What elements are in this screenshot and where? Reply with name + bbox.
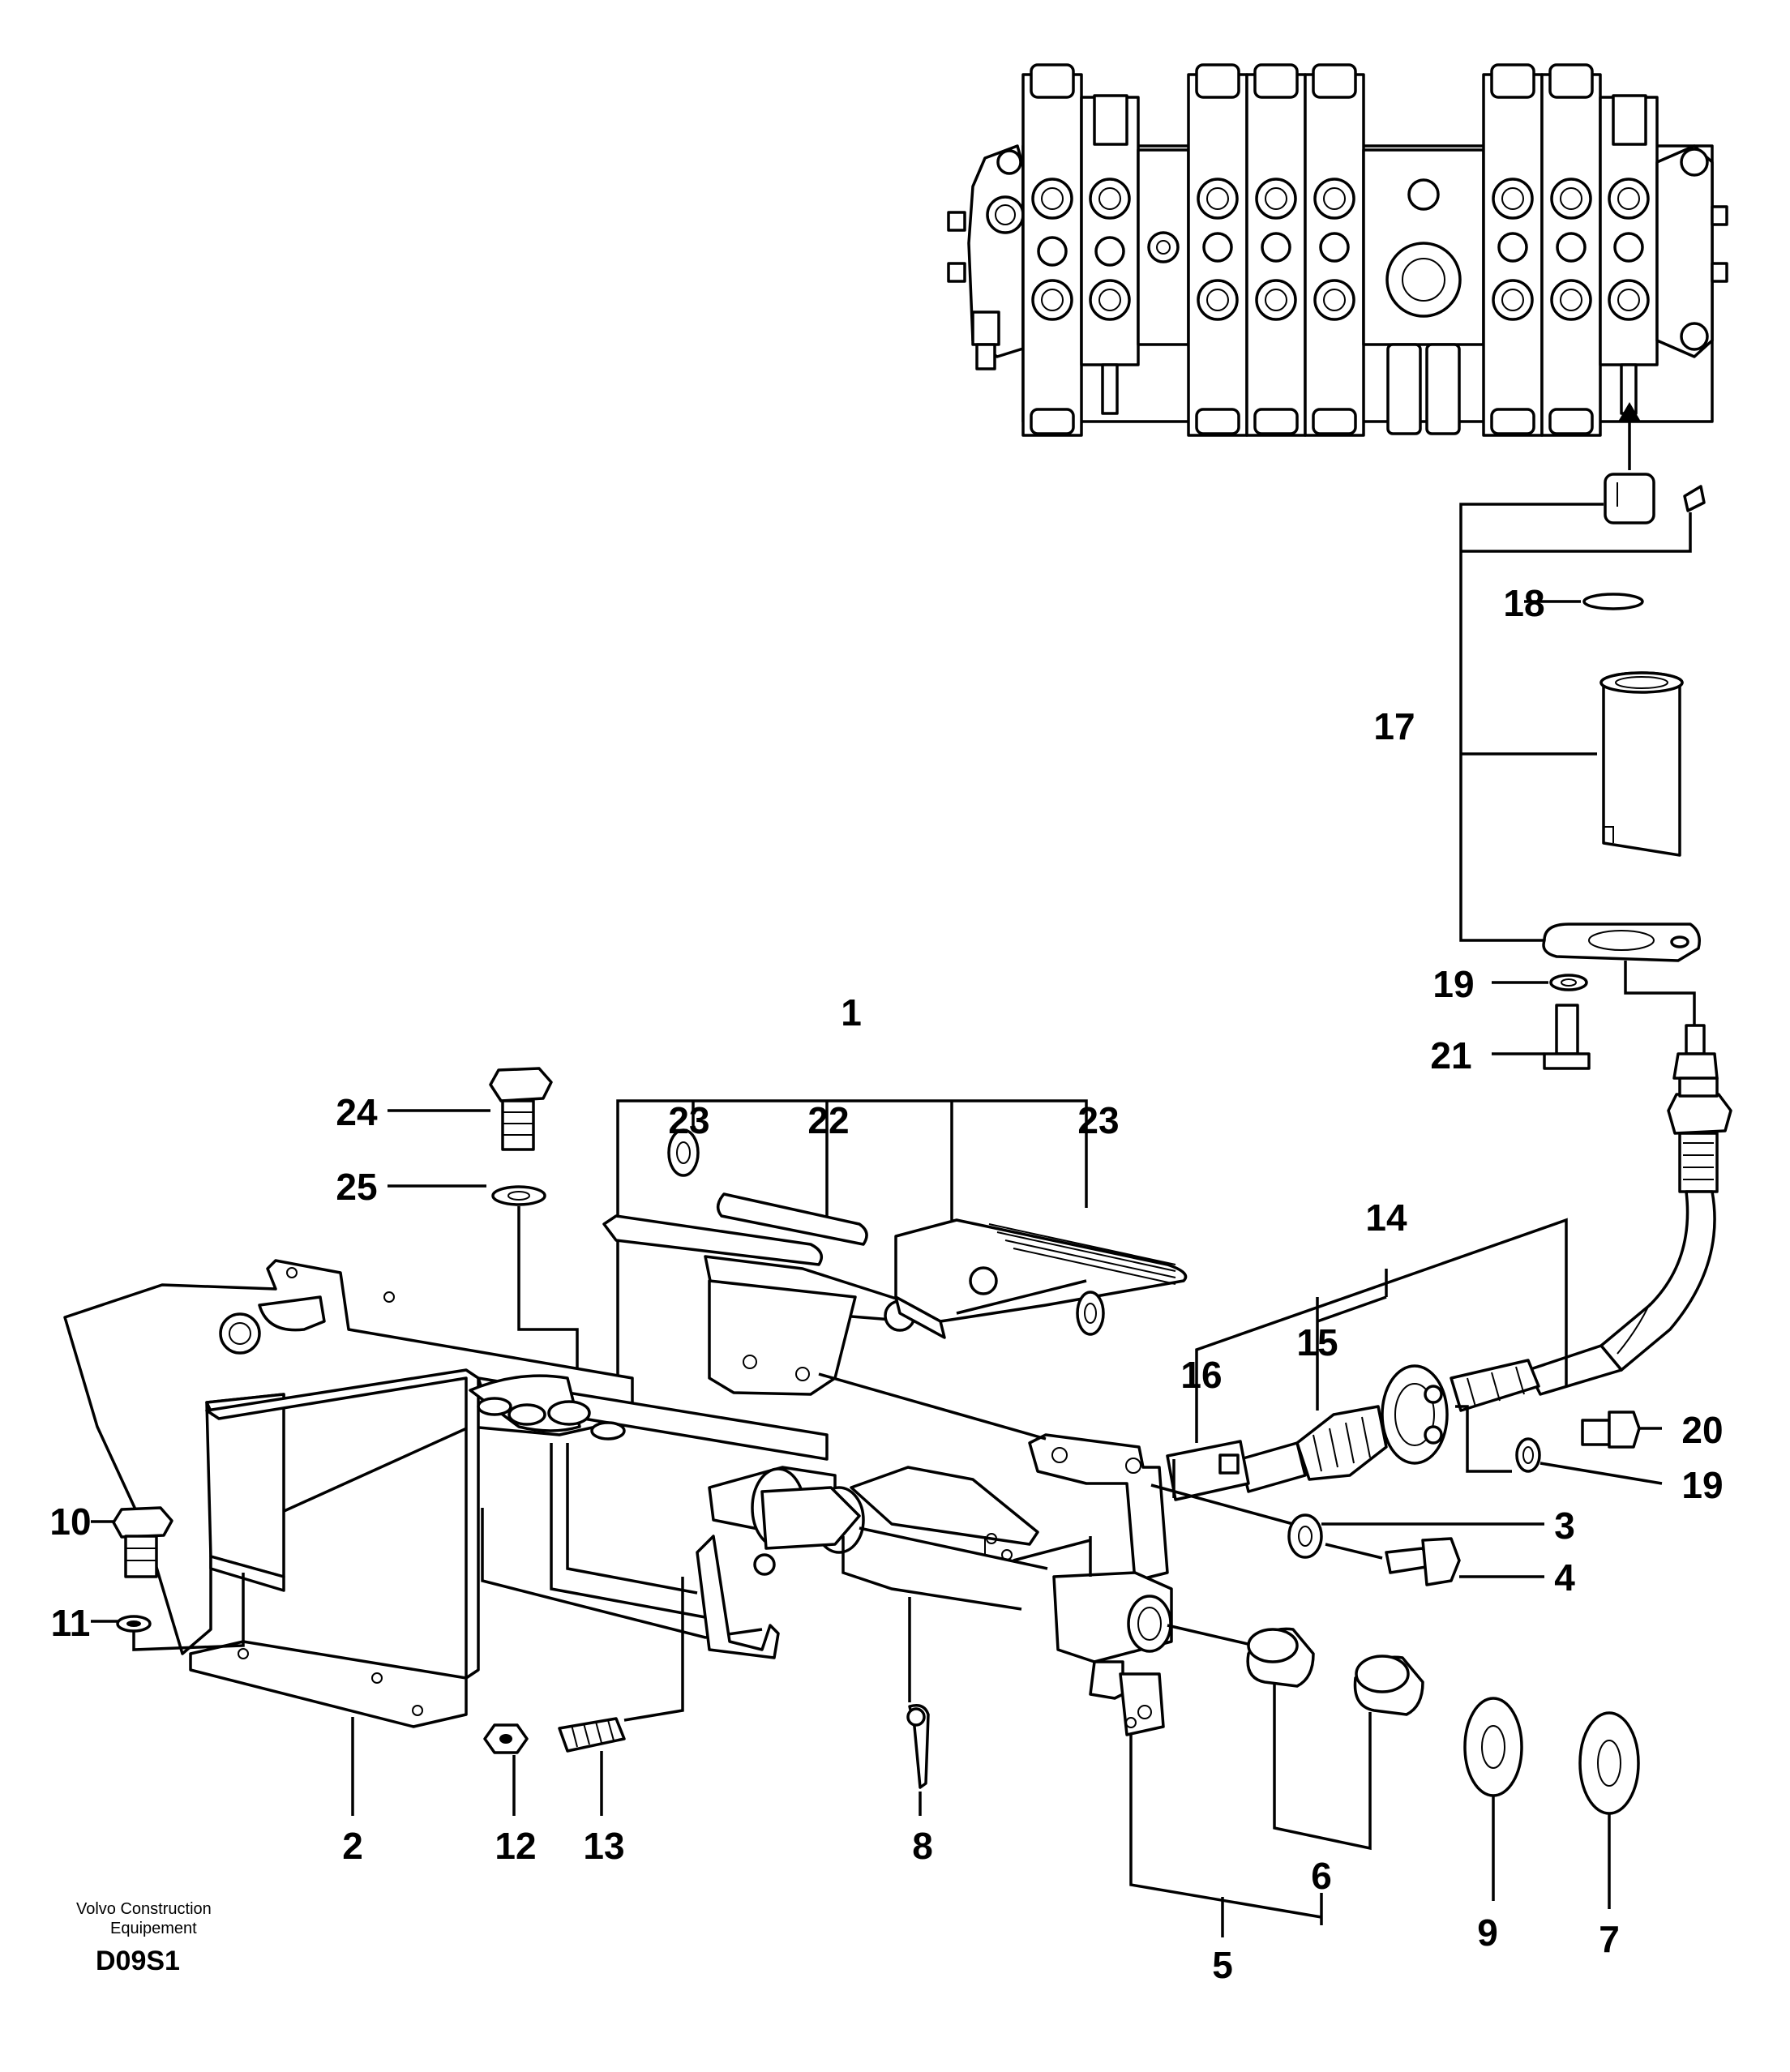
callout-2: 2 (342, 1825, 363, 1867)
arrow-up-icon (1618, 402, 1641, 422)
callout-23-right: 23 (1077, 1099, 1119, 1141)
callout-1: 1 (841, 991, 862, 1034)
callout-4: 4 (1554, 1556, 1575, 1599)
callout-21: 21 (1430, 1034, 1471, 1077)
callout-7: 7 (1599, 1918, 1620, 1960)
mounting-bracket-2 (63, 1259, 1039, 1728)
callout-3: 3 (1554, 1505, 1575, 1547)
callout-17: 17 (1373, 705, 1415, 747)
callout-25: 25 (336, 1166, 377, 1208)
control-valve-assembly (947, 63, 1728, 470)
control-cable-14 (1166, 1024, 1732, 1501)
callout-labels: 1 2 3 4 5 6 7 8 9 10 11 12 13 14 15 16 1… (49, 582, 1723, 1986)
callout-18: 18 (1503, 582, 1544, 624)
pedal-assembly-1 (602, 1099, 1188, 1396)
callout-23-left: 23 (668, 1099, 709, 1141)
callout-13: 13 (583, 1825, 624, 1867)
callout-5: 5 (1212, 1944, 1233, 1986)
brand-line-1: Volvo Construction (76, 1900, 212, 1918)
callout-12: 12 (495, 1825, 536, 1867)
callout-8: 8 (912, 1825, 933, 1867)
callout-11: 11 (51, 1602, 91, 1644)
callout-10: 10 (49, 1500, 91, 1543)
callout-22: 22 (807, 1099, 849, 1141)
control-lever (818, 1372, 1640, 1937)
callout-14: 14 (1365, 1197, 1407, 1239)
brand-line-2: Equipement (110, 1920, 197, 1937)
drawing-code: D09S1 (96, 1946, 180, 1976)
callout-19-bottom: 19 (1681, 1464, 1723, 1506)
fasteners (91, 1506, 930, 1816)
callout-16: 16 (1180, 1354, 1222, 1396)
callout-6: 6 (1311, 1855, 1332, 1897)
bolt-24-washer-25 (388, 1067, 579, 1394)
callout-20: 20 (1681, 1409, 1723, 1451)
pilot-assembly-17 (1459, 473, 1706, 1070)
callout-15: 15 (1296, 1321, 1338, 1363)
callout-19-top: 19 (1432, 963, 1474, 1005)
callout-9: 9 (1477, 1911, 1498, 1954)
callout-24: 24 (336, 1091, 378, 1133)
